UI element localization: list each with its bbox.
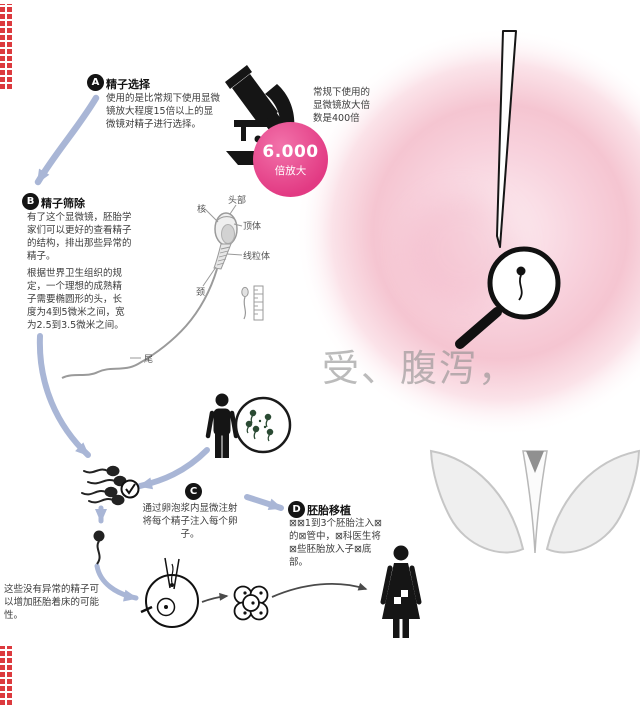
arrow-embryo-to-woman bbox=[271, 582, 368, 598]
sperm-cluster-icon bbox=[81, 465, 140, 506]
flow-arrows bbox=[34, 94, 284, 602]
uterus-illustration bbox=[429, 449, 640, 554]
arrow-c-to-d bbox=[244, 494, 284, 511]
ruler-icon bbox=[253, 285, 264, 321]
arrow-b-to-cluster bbox=[36, 333, 91, 458]
label-nucleus: 核 bbox=[197, 205, 207, 215]
small-sperm-icon bbox=[241, 286, 249, 320]
man-icon bbox=[205, 393, 239, 458]
step-d-body: ⊠⊠1到3个胚胎注入⊠的⊠管中，⊠科医生将⊠些胚胎放入子⊠底部。 bbox=[289, 518, 382, 569]
icsi-injection-icon bbox=[140, 557, 199, 628]
label-head: 头部 bbox=[228, 196, 247, 206]
red-strip-top bbox=[0, 4, 13, 90]
label-acrosome: 顶体 bbox=[243, 222, 262, 232]
microscope-note: 常规下使用的显微镜放大倍数是400倍 bbox=[313, 87, 371, 125]
step-b-body: 有了这个显微镜，胚胎学家们可以更好的查看精子的结构，排出那些异常的精子。 bbox=[27, 212, 132, 263]
magnification-value: 6.000 bbox=[262, 141, 319, 162]
step-b-title: 精子筛除 bbox=[41, 197, 85, 210]
woman-icon bbox=[380, 545, 422, 638]
magnification-badge: 6.000 倍放大 bbox=[253, 122, 328, 197]
watermark-text: 受、腹泻， bbox=[322, 347, 517, 390]
step-a-badge: A bbox=[87, 74, 104, 91]
step-b-badge: B bbox=[22, 193, 39, 210]
flow-arrows-dark bbox=[201, 582, 368, 603]
step-d-title: 胚胎移植 bbox=[307, 504, 351, 517]
red-strip-bottom bbox=[0, 646, 13, 706]
needle-icon bbox=[496, 30, 517, 248]
petri-dish-icon bbox=[234, 396, 292, 454]
arrow-egg-to-embryo bbox=[201, 592, 229, 603]
label-neck: 颈 bbox=[196, 288, 206, 298]
label-mitochondria: 线粒体 bbox=[243, 252, 271, 262]
step-a-body: 使用的是比常规下使用显微镜放大程度15倍以上的显微镜对精子进行选择。 bbox=[106, 93, 221, 131]
embryo-icon bbox=[233, 585, 269, 621]
magnifier-icon bbox=[455, 246, 561, 349]
label-tail: 尾 bbox=[144, 355, 154, 365]
arrow-a-to-b bbox=[34, 94, 100, 186]
step-c-badge: C bbox=[185, 483, 202, 500]
footnote: 这些没有异常的精子可以增加胚胎着床的可能性。 bbox=[4, 584, 100, 622]
arrow-man-to-cluster bbox=[137, 447, 210, 490]
step-c-body: 通过卵泡浆内显微注射将每个精子注入每个卵子。 bbox=[142, 503, 238, 541]
sperm-diagram bbox=[61, 204, 264, 379]
arrow-sperm-to-egg bbox=[94, 563, 139, 602]
magnification-suffix: 倍放大 bbox=[274, 164, 307, 177]
step-a-title: 精子选择 bbox=[106, 78, 150, 91]
magnifier-sperm-icon bbox=[516, 266, 526, 301]
step-b-body2: 根据世界卫生组织的规定，一个理想的成熟精子需要椭圆形的头，长度为4到5微米之间，… bbox=[27, 268, 125, 332]
check-icon bbox=[120, 479, 140, 499]
single-sperm-icon bbox=[93, 530, 105, 565]
step-d-badge: D bbox=[288, 501, 305, 518]
